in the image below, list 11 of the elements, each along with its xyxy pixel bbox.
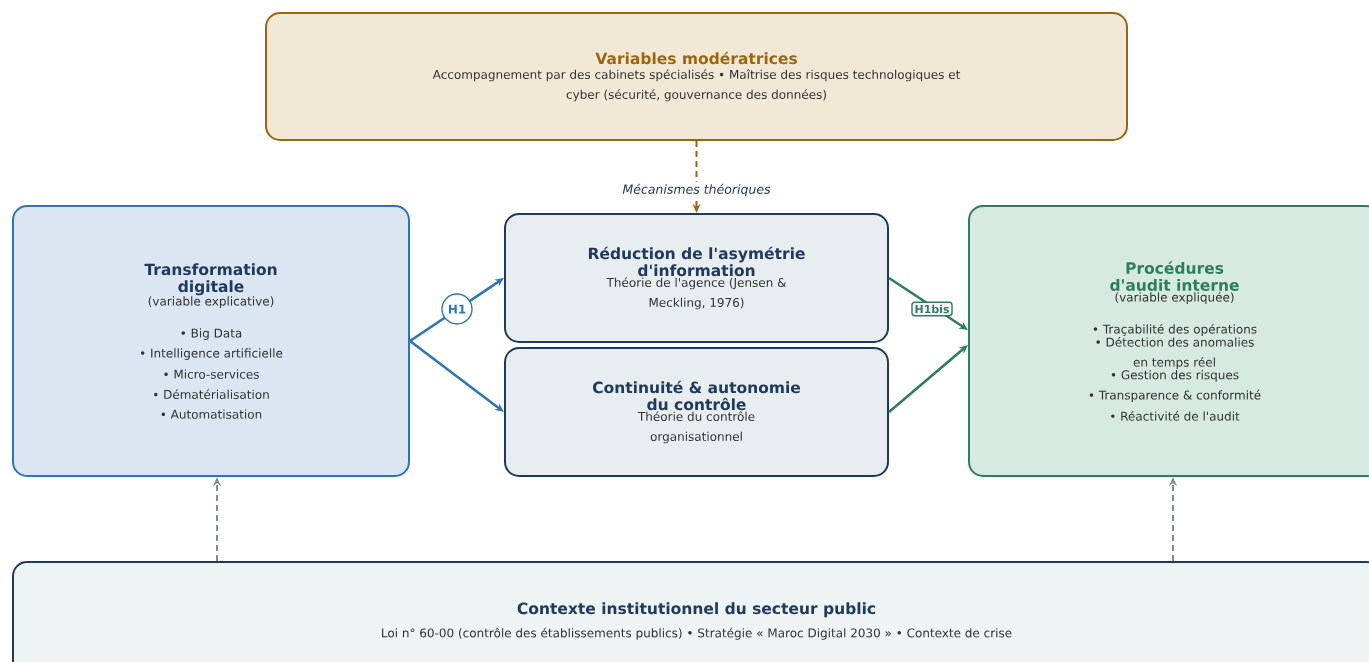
context-box: Contexte institutionnel du secteur public Loi n° 60-00 (contrôle des établissements publics) • Stratégie « Maroc Digital 2030 » • Contexte de crise [12, 561, 1369, 662]
hypothesis-label: H1bis [911, 301, 953, 317]
concept-box: Procédures d'audit interne (variable expliquée) • Traçabilité des opérations • Détection des anomalies en temps réel • Gestion des risques • Transparence & conformité • Réactivité de l'audit [968, 205, 1369, 477]
hypothesis-label: H1 [441, 293, 473, 325]
arrow [409, 339, 504, 412]
mechanism-box: Réduction de l'asymétrie d'information Théorie de l'agence (Jensen & Meckling, 1976) [504, 213, 889, 343]
concept-box: Transformation digitale (variable explicative) • Big Data • Intelligence artificielle • Micro-services • Dématérialisation • Automatisation [12, 205, 410, 477]
mechanism-box: Continuité & autonomie du contrôle Théorie du contrôle organisationnel [504, 347, 889, 477]
moderator-box: Variables modératrices Accompagnement par des cabinets spécialisés • Maîtrise des risques technologiques et cyber (sécurité, gouvernance des données) [265, 12, 1128, 141]
edge-label: Mécanismes théoriques [620, 181, 773, 199]
arrow [888, 345, 968, 413]
